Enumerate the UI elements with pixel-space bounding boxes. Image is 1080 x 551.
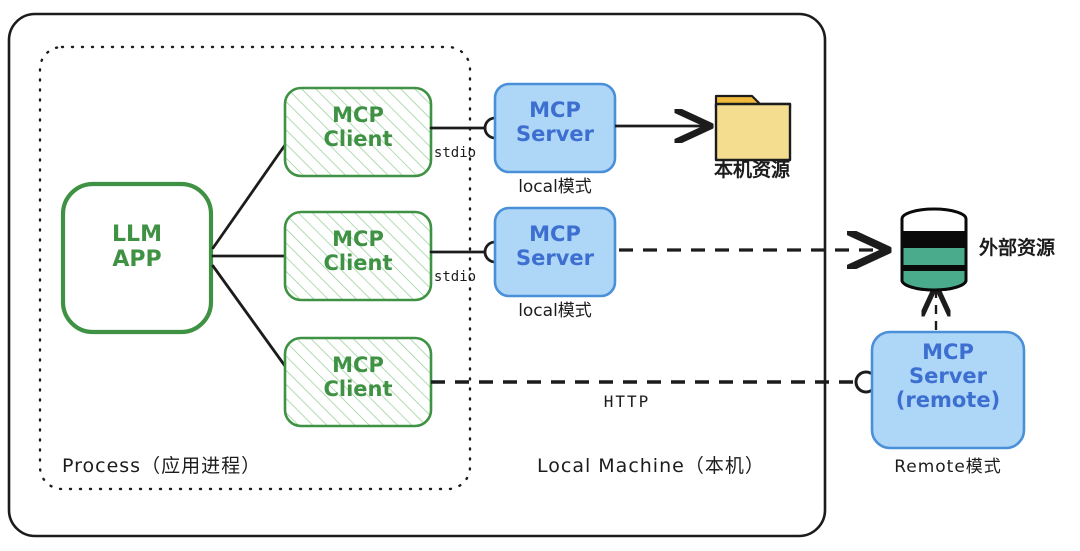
mcp-server-box-remote <box>870 330 1026 450</box>
mcp-server-1-line-2: Server <box>515 122 595 147</box>
transport-label-stdio-2: stdio <box>433 269 477 285</box>
connector-app-client-1 <box>211 143 287 250</box>
mcp-client-2-line-1: MCP <box>332 227 384 251</box>
server-caption-1: local模式 <box>518 177 592 197</box>
llm-app-line-2: APP <box>112 247 162 273</box>
database-icon <box>900 207 968 292</box>
mcp-client-label-1: MCP Client <box>323 103 392 151</box>
mcp-client-3-line-1: MCP <box>332 353 384 377</box>
mcp-client-label-3: MCP Client <box>323 353 392 401</box>
transport-label-stdio-1: stdio <box>433 145 477 161</box>
local-machine-boundary <box>7 12 827 538</box>
mcp-server-label-1: MCP Server <box>516 98 594 146</box>
mcp-server-remote-line-3: (remote) <box>895 388 1001 413</box>
llm-app-box <box>60 181 214 335</box>
mcp-server-1-line-1: MCP <box>529 98 581 122</box>
mcp-server-remote-line-2: Server <box>908 364 988 389</box>
llm-app-label: LLM APP <box>112 222 162 273</box>
mcp-client-1-line-1: MCP <box>332 103 384 127</box>
mcp-client-label-2: MCP Client <box>323 227 392 275</box>
mcp-server-2-line-1: MCP <box>529 222 581 246</box>
process-boundary-label: Process（应用进程） <box>62 455 262 477</box>
mcp-client-box-1 <box>283 86 433 178</box>
mcp-server-2-line-2: Server <box>515 246 595 271</box>
mcp-client-3-line-2: Client <box>323 377 393 402</box>
mcp-server-label-remote: MCP Server (remote) <box>896 340 1000 412</box>
mcp-server-box-1 <box>493 82 617 174</box>
llm-app-line-1: LLM <box>112 222 162 247</box>
server-caption-remote: Remote模式 <box>894 457 1002 477</box>
resource-label-local: 本机资源 <box>713 159 791 181</box>
mcp-client-2-line-2: Client <box>323 251 393 276</box>
mcp-server-box-2 <box>493 206 617 298</box>
process-boundary <box>38 45 472 491</box>
folder-icon <box>714 94 792 162</box>
mcp-server-label-2: MCP Server <box>516 222 594 270</box>
resource-label-external: 外部资源 <box>979 237 1056 259</box>
server-caption-2: local模式 <box>518 301 592 321</box>
mcp-client-box-2 <box>283 210 433 302</box>
mcp-client-1-line-2: Client <box>323 127 393 152</box>
connector-app-client-3 <box>211 264 287 368</box>
local-machine-boundary-label: Local Machine（本机） <box>537 455 765 477</box>
transport-label-http: HTTP <box>603 392 651 411</box>
mcp-server-remote-line-1: MCP <box>922 340 974 364</box>
